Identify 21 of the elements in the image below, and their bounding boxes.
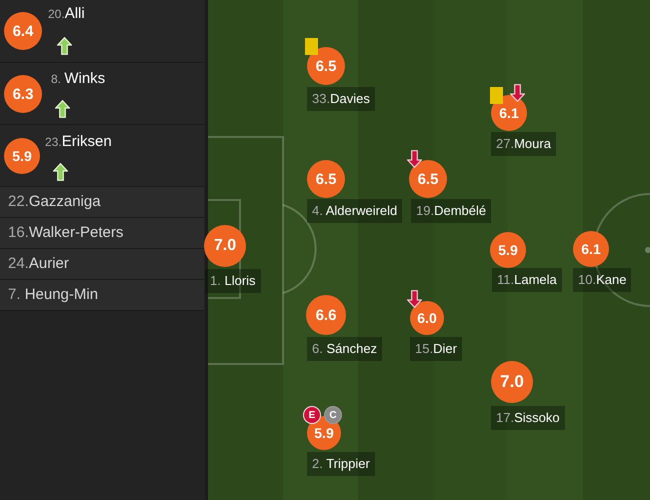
player-name: 20.Alli: [48, 5, 85, 22]
player-name-label: 10.Kane: [573, 268, 632, 292]
player-name-label: 6. Sánchez: [307, 337, 382, 361]
player-name-label: 27.Moura: [491, 132, 556, 156]
substitute-entry: 24.Aurier: [0, 249, 204, 280]
player-name: 8. Winks: [51, 70, 106, 87]
player-name-label: 19.Dembélé: [411, 199, 492, 223]
substitute-entry: 22.Gazzaniga: [0, 187, 204, 218]
player-name-label: 2. Trippier: [307, 452, 375, 476]
player-name-label: 15.Dier: [410, 337, 462, 361]
player-name-label: 11.Lamela: [492, 268, 562, 292]
player-rating: 6.3: [4, 75, 42, 113]
player-name-label: 1. Lloris: [205, 269, 261, 293]
player-name: 23.Eriksen: [45, 133, 112, 150]
player-name-label: 4. Alderweireld: [307, 199, 402, 223]
substitute-entry: 7. Heung-Min: [0, 280, 204, 311]
player-name-label: 17.Sissoko: [491, 406, 565, 430]
player-rating: 5.9: [4, 138, 40, 174]
substitute-entry: 16.Walker-Peters: [0, 218, 204, 249]
player-name-label: 33.Davies: [307, 87, 375, 111]
player-rating: 6.4: [4, 12, 42, 50]
